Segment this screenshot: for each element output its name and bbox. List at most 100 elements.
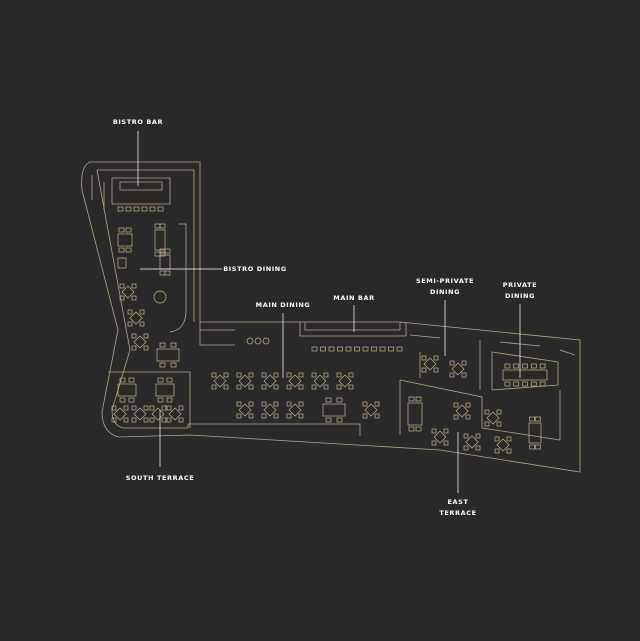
chair [119,283,125,289]
chair [535,444,541,450]
chair [453,414,459,420]
chair [119,295,125,301]
diamond-table [486,411,500,425]
chair [475,433,481,439]
diamond-table [213,374,227,388]
chair [325,397,332,403]
bar-stool [337,346,343,352]
chair [496,421,502,427]
diamond-table [133,407,147,421]
building-outline [81,161,581,473]
chair [453,402,459,408]
label-east-terrace-line1: EAST [447,498,469,506]
chair [273,413,279,419]
diamond-table [263,374,277,388]
chair [513,363,520,369]
chair [159,342,166,348]
label-east-terrace-line2: TERRACE [439,509,477,517]
chair [157,397,164,403]
leader-lines [137,131,521,493]
diamond-table [451,362,465,376]
diamond-table [455,404,469,418]
bar-stool [371,346,377,352]
chair [475,445,481,451]
chair [449,360,455,366]
bar-stool [379,346,386,352]
label-bistro-dining: BISTRO DINING [223,265,287,273]
chair [348,372,354,378]
diamond-table [133,335,147,349]
chair [178,417,184,423]
bar-stool [362,346,369,352]
bar-stool [354,346,360,352]
chair [119,397,126,403]
chair [236,384,242,390]
chair [323,384,329,390]
bar-stool [157,206,164,212]
rect-table [117,233,133,247]
chair [236,372,242,378]
label-semi-private-line1: SEMI-PRIVATE [415,277,475,285]
chair [159,248,166,254]
chair [494,436,500,442]
chair [159,251,166,257]
bar-stool [396,346,403,352]
chair [139,309,145,315]
small-table [117,257,127,269]
rect-table [528,422,542,444]
chair [178,405,184,411]
chair [125,227,132,233]
chair [311,384,317,390]
chair [127,309,133,315]
chair [128,397,135,403]
chair [461,372,467,378]
bar-stool [125,206,132,212]
diamond-table [364,403,378,417]
diamond-table [288,403,302,417]
chair [111,405,117,411]
chair [149,405,155,411]
chair [463,433,469,439]
chair [111,417,117,423]
chair [164,270,171,276]
chair [323,372,329,378]
chair [123,405,129,411]
bar-stool [149,206,156,212]
chair [236,401,242,407]
chair [286,384,292,390]
chair [362,401,368,407]
diamond-table [313,374,327,388]
chair [484,421,490,427]
label-private-line2: DINING [504,292,536,300]
chair [298,401,304,407]
chair [336,384,342,390]
chair [159,223,166,229]
chair [463,445,469,451]
chair [118,227,125,233]
chair [484,409,490,415]
chair [311,372,317,378]
chair [143,333,149,339]
chair [223,384,229,390]
round-table [153,290,167,304]
chair [261,372,267,378]
diamond-table [168,407,182,421]
chair [223,372,229,378]
chair [433,367,439,373]
chair [123,417,129,423]
chair [131,345,137,351]
diamond-table [465,435,479,449]
chair [286,413,292,419]
chair [149,417,155,423]
chair [286,401,292,407]
chair [530,363,537,369]
chair [118,247,125,253]
bar-stool [388,346,394,352]
round-stool [262,337,270,345]
chair [535,416,541,422]
chair [248,413,254,419]
diamond-table [423,357,437,371]
chair [164,248,171,254]
chair [211,372,217,378]
chair [496,409,502,415]
